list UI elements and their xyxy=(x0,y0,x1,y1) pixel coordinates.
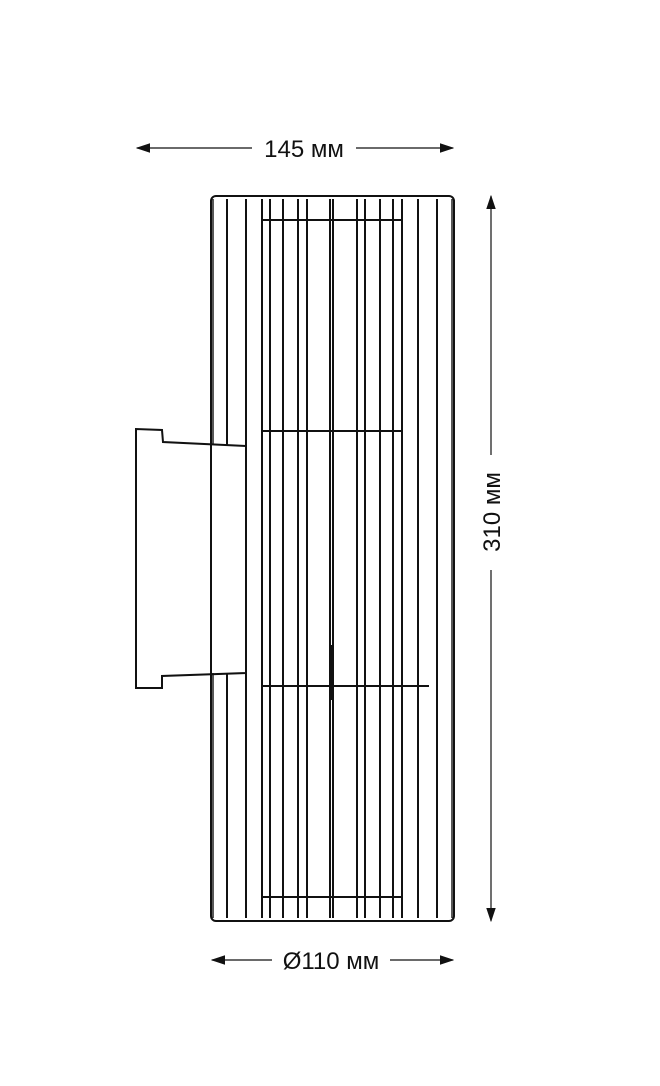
lamp-body xyxy=(210,195,455,922)
width-label: 145 мм xyxy=(264,136,344,163)
width-dimension: 145 мм xyxy=(135,136,455,163)
bracket-outline xyxy=(135,427,247,689)
diameter-label: Ø110 мм xyxy=(283,948,380,975)
inner-frame-bars xyxy=(262,219,429,898)
height-label: 310 мм xyxy=(479,472,506,552)
diameter-dimension: Ø110 мм xyxy=(210,948,455,975)
clip-detail xyxy=(329,645,333,700)
wall-bracket xyxy=(135,427,247,689)
bracket-mask xyxy=(212,445,246,673)
lamp-body-outline xyxy=(210,195,455,922)
height-dimension: 310 мм xyxy=(479,194,506,923)
lamp-slats xyxy=(212,199,453,918)
